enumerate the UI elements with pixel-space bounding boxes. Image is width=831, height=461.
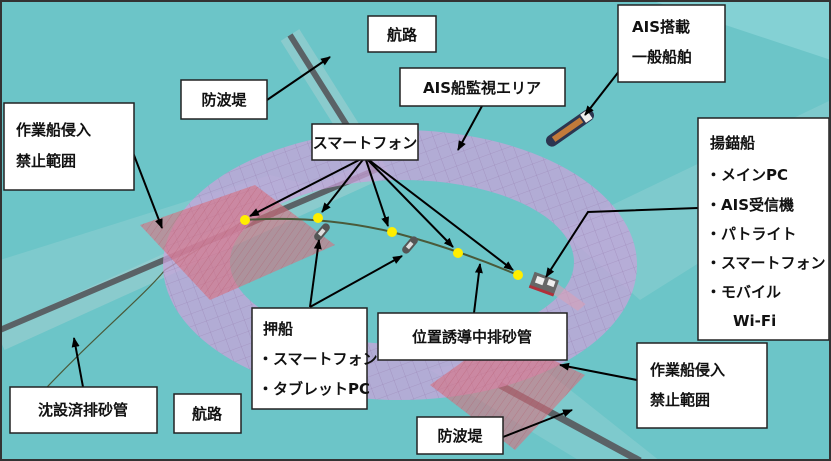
svg-text:・スマートフォン: ・スマートフォン: [706, 254, 826, 272]
arrows: [71, 56, 699, 438]
svg-text:・モバイル: ・モバイル: [706, 283, 781, 301]
nogo-zone-right-hatch: [430, 335, 585, 450]
label-laid-pipe: 沈設済排砂管: [9, 386, 158, 434]
svg-text:作業船侵入: 作業船侵入: [16, 121, 91, 139]
svg-text:・スマートフォン: ・スマートフォン: [258, 350, 378, 368]
svg-text:禁止範囲: 禁止範囲: [650, 391, 710, 409]
position-marker: [513, 270, 523, 280]
svg-text:位置誘導中排砂管: 位置誘導中排砂管: [412, 328, 532, 346]
ais-cargo-ship-icon: [545, 109, 595, 147]
svg-text:防波堤: 防波堤: [437, 427, 483, 445]
svg-text:沈設済排砂管: 沈設済排砂管: [38, 401, 128, 419]
route-channel-top: [560, 0, 831, 60]
label-anchor-ship: 揚錨船 ・メインPC ・AIS受信機 ・パトライト ・スマートフォン ・モバイル…: [697, 117, 830, 341]
svg-text:AIS搭載: AIS搭載: [632, 18, 690, 36]
svg-text:・パトライト: ・パトライト: [706, 225, 796, 243]
svg-text:防波堤: 防波堤: [201, 91, 247, 109]
svg-text:禁止範囲: 禁止範囲: [16, 152, 76, 170]
label-nogo-left: 作業船侵入 禁止範囲: [3, 102, 135, 191]
label-guided-pipe: 位置誘導中排砂管: [377, 312, 568, 361]
svg-text:Wi-Fi: Wi-Fi: [733, 312, 776, 330]
label-route-bottom: 航路: [173, 393, 242, 434]
position-marker: [387, 227, 397, 237]
label-smartphone: スマートフォン: [311, 123, 419, 161]
svg-text:・AIS受信機: ・AIS受信機: [706, 196, 794, 214]
label-ais-area: AIS船監視エリア: [399, 67, 566, 107]
svg-text:作業船侵入: 作業船侵入: [650, 361, 725, 379]
svg-text:航路: 航路: [387, 26, 418, 44]
svg-text:一般船舶: 一般船舶: [632, 48, 692, 66]
label-route-top: 航路: [367, 15, 437, 53]
position-marker: [240, 215, 250, 225]
pusher-boat-icon: [402, 236, 418, 254]
svg-text:揚錨船: 揚錨船: [710, 134, 755, 152]
laid-pipe: [34, 219, 246, 401]
label-breakwater-bottom: 防波堤: [416, 416, 504, 455]
label-breakwater-top: 防波堤: [180, 79, 268, 120]
pusher-boat-icon: [314, 223, 330, 241]
svg-text:AIS船監視エリア: AIS船監視エリア: [423, 79, 541, 97]
svg-text:・メインPC: ・メインPC: [706, 166, 788, 184]
label-nogo-right: 作業船侵入 禁止範囲: [636, 342, 768, 429]
label-ais-ship: AIS搭載 一般船舶: [617, 4, 726, 83]
svg-text:スマートフォン: スマートフォン: [313, 134, 418, 152]
nogo-zone-left-hatch: [140, 185, 335, 300]
svg-text:航路: 航路: [192, 405, 223, 423]
label-pusher: 押船 ・スマートフォン ・タブレットPC: [251, 307, 378, 410]
svg-text:・タブレットPC: ・タブレットPC: [258, 380, 370, 398]
position-marker: [313, 213, 323, 223]
anchor-ship-icon: [528, 271, 586, 311]
position-marker: [453, 248, 463, 258]
svg-text:押船: 押船: [263, 320, 293, 338]
